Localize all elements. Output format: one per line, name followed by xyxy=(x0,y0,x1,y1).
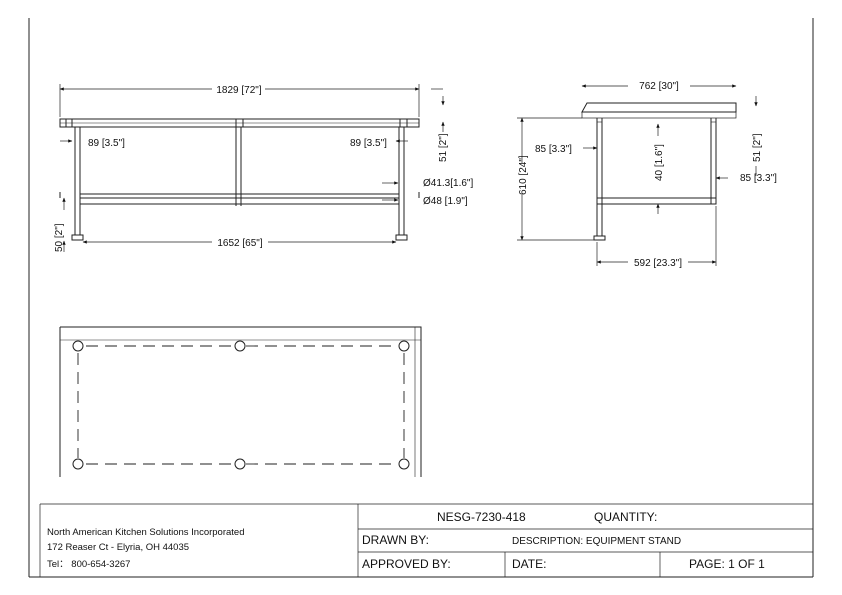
title-block-lines xyxy=(39,503,813,577)
front-bar xyxy=(79,197,400,205)
dim-leg-span: 1652 [65"] xyxy=(217,238,262,249)
side-crossbar xyxy=(596,197,717,205)
top-view xyxy=(59,326,422,477)
dim-top-overhang: 85 [3.3"] xyxy=(535,144,572,155)
drawn-by-label: DRAWN BY: xyxy=(362,533,429,547)
side-top-shelf xyxy=(581,102,737,113)
side-legs xyxy=(596,118,717,236)
dim-leg-inset-left: 89 [3.5"] xyxy=(88,138,125,149)
dim-foot-height: 50 [2"] xyxy=(54,223,65,252)
front-legs xyxy=(74,127,405,235)
sheet-border xyxy=(28,18,814,578)
side-dimensions xyxy=(517,84,758,266)
dim-leg-inset-right: 89 [3.5"] xyxy=(350,138,387,149)
top-view-leg-circles xyxy=(72,340,410,470)
part-number: NESG-7230-418 xyxy=(437,510,526,524)
dim-bar-diameter: Ø41.3[1.6"] xyxy=(423,178,473,189)
approved-by-label: APPROVED BY: xyxy=(362,557,451,571)
dim-leg-span-depth: 592 [23.3"] xyxy=(634,258,682,269)
company-phone: Tel： 800-654-3267 xyxy=(47,559,131,570)
dim-overall-depth: 762 [30"] xyxy=(639,81,679,92)
page-indicator: PAGE: 1 OF 1 xyxy=(689,557,765,571)
dim-crossbar-height: 40 [1.6"] xyxy=(654,144,665,181)
company-name: North American Kitchen Solutions Incorpo… xyxy=(47,527,245,538)
dim-right-overhang: 85 [3.3"] xyxy=(740,173,777,184)
front-view xyxy=(59,118,420,241)
dim-leg-diameter: Ø48 [1.9"] xyxy=(423,196,468,207)
quantity-label: QUANTITY: xyxy=(594,510,658,524)
description-text: DESCRIPTION: EQUIPMENT STAND xyxy=(512,536,682,547)
dim-front-shelf-thickness: 51 [2"] xyxy=(438,133,449,162)
side-view xyxy=(581,102,737,241)
dim-overall-height: 610 [24"] xyxy=(518,155,529,195)
company-address: 172 Reaser Ct - Elyria, OH 44035 xyxy=(47,542,190,553)
date-label: DATE: xyxy=(512,557,547,571)
dim-side-shelf-thickness: 51 [2"] xyxy=(752,133,763,162)
dim-overall-length: 1829 [72"] xyxy=(216,85,261,96)
front-dimensions xyxy=(59,84,445,252)
